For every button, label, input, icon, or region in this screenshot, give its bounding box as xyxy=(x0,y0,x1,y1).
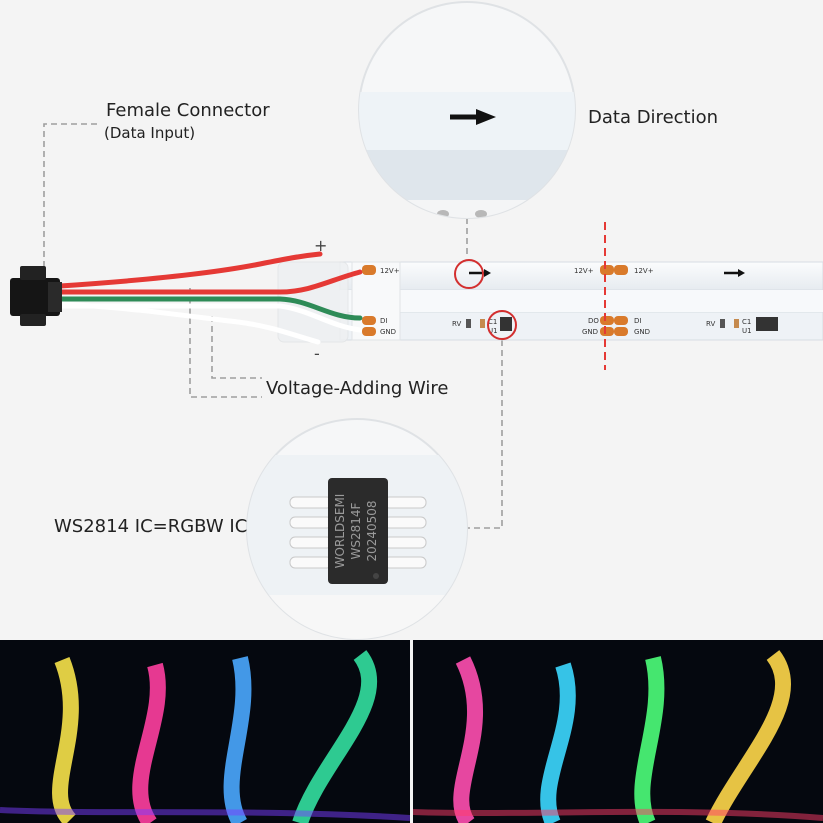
highlight-direction xyxy=(454,259,484,289)
magnifier-ic xyxy=(246,418,468,640)
c1-label-2: C1 xyxy=(742,318,751,326)
pad-di-left xyxy=(362,316,376,325)
highlight-ic xyxy=(487,310,517,340)
label-data-input: (Data Input) xyxy=(104,124,196,142)
leader-voltage-2 xyxy=(211,316,262,379)
pad-12v-mid-label-a: 12V+ xyxy=(574,267,594,275)
wires xyxy=(57,251,363,345)
magnifier-direction xyxy=(358,1,576,219)
arrow-right-icon xyxy=(450,109,496,125)
arrow-right-icon xyxy=(724,269,745,277)
wire-plus-mark: + xyxy=(314,236,327,255)
rv-label-1: RV xyxy=(452,320,461,328)
u1-label-1: U1 xyxy=(488,327,498,335)
pad-12v-mid-label-b: 12V+ xyxy=(634,267,654,275)
wire-green-main xyxy=(57,296,363,321)
pad-di-left-label: DI xyxy=(380,317,387,325)
c1-label-1: C1 xyxy=(488,318,497,326)
chip-date: 20240508 xyxy=(365,500,379,561)
female-connector xyxy=(10,266,62,326)
arrow-right-icon xyxy=(469,269,491,277)
pad-gnd-mid-label-a: GND xyxy=(582,328,598,336)
leader-ic xyxy=(466,340,503,529)
photo-led-strip-right xyxy=(413,640,823,823)
pad-gnd-mid-label-b: GND xyxy=(634,328,650,336)
strip-body-top xyxy=(339,261,823,291)
wire-red-outer xyxy=(57,251,323,289)
label-ic: WS2814 IC=RGBW IC xyxy=(54,516,248,537)
leader-connector xyxy=(43,123,97,272)
pad-gnd-mid-a xyxy=(600,327,614,336)
chip-pins xyxy=(289,496,427,569)
label-voltage-wire: Voltage-Adding Wire xyxy=(266,378,449,399)
ic-chip xyxy=(328,478,388,584)
pad-12v-mid-a xyxy=(600,265,614,275)
wire-red-main xyxy=(57,269,363,295)
strip-arrows xyxy=(469,269,745,277)
wire-white-main xyxy=(57,303,363,333)
chip-model: WS2814F xyxy=(349,502,363,559)
photo-led-strip-left xyxy=(0,640,410,823)
label-data-direction: Data Direction xyxy=(588,107,719,128)
chip-brand: WORLDSEMI xyxy=(333,494,347,569)
rv-label-2: RV xyxy=(706,320,715,328)
u1-label-2: U1 xyxy=(742,327,752,335)
pad-gnd-mid-b xyxy=(614,327,628,336)
strip-markings: 12V+ DI GND RV C1 U1 12V+ 12V+ DO DI GND… xyxy=(362,265,778,336)
pad-di-mid-label: DI xyxy=(634,317,641,325)
pad-do-label: DO xyxy=(588,317,599,325)
wire-minus-mark: - xyxy=(314,344,320,363)
label-female-connector: Female Connector xyxy=(106,100,270,121)
pad-12v-left-label: 12V+ xyxy=(380,267,400,275)
pad-gnd-left-label: GND xyxy=(380,328,396,336)
pad-gnd-left xyxy=(362,327,376,336)
pad-do xyxy=(600,316,614,325)
pad-12v-mid-b xyxy=(614,265,628,275)
leader-lines xyxy=(43,123,503,529)
pad-12v-left xyxy=(362,265,376,275)
pad-di-mid xyxy=(614,316,628,325)
